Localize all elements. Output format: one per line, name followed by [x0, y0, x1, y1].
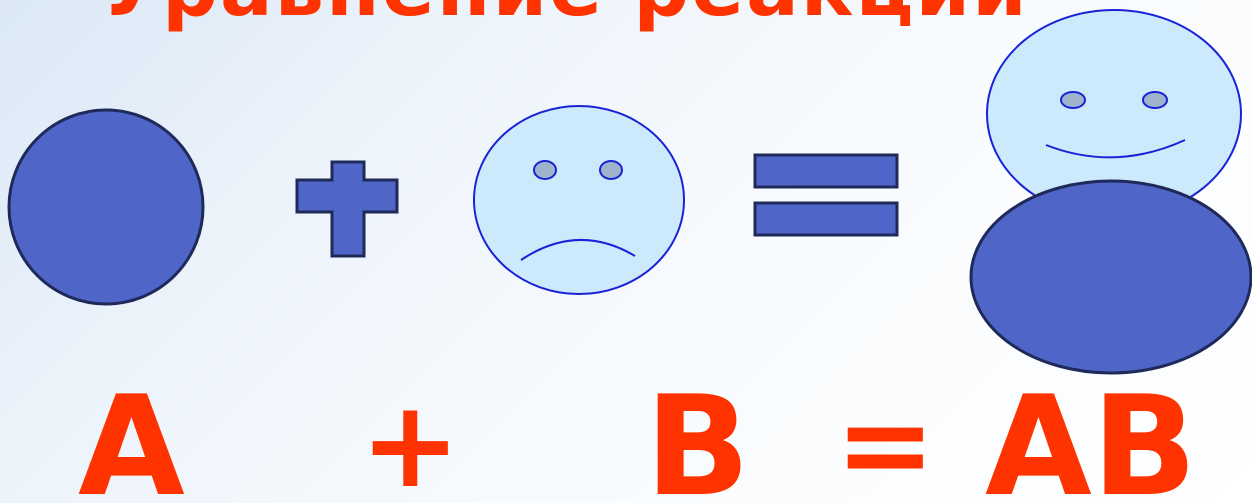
- plus-shape-icon: [295, 160, 399, 258]
- product-label: АВ: [985, 366, 1197, 503]
- blue-body-ellipse-icon: [969, 179, 1252, 375]
- slide-title: Уравнение реакции: [100, 0, 1029, 28]
- reactant-b-label: В: [645, 366, 751, 503]
- plus-sign-label: +: [360, 376, 461, 503]
- sad-face-icon: [473, 105, 685, 295]
- reactant-a-circle-icon: [7, 108, 205, 306]
- equation-row: А + В = АВ: [0, 370, 1252, 503]
- reactant-a-label: А: [78, 366, 185, 503]
- equals-shape-icon: [753, 153, 899, 237]
- equals-sign-label: =: [835, 376, 936, 503]
